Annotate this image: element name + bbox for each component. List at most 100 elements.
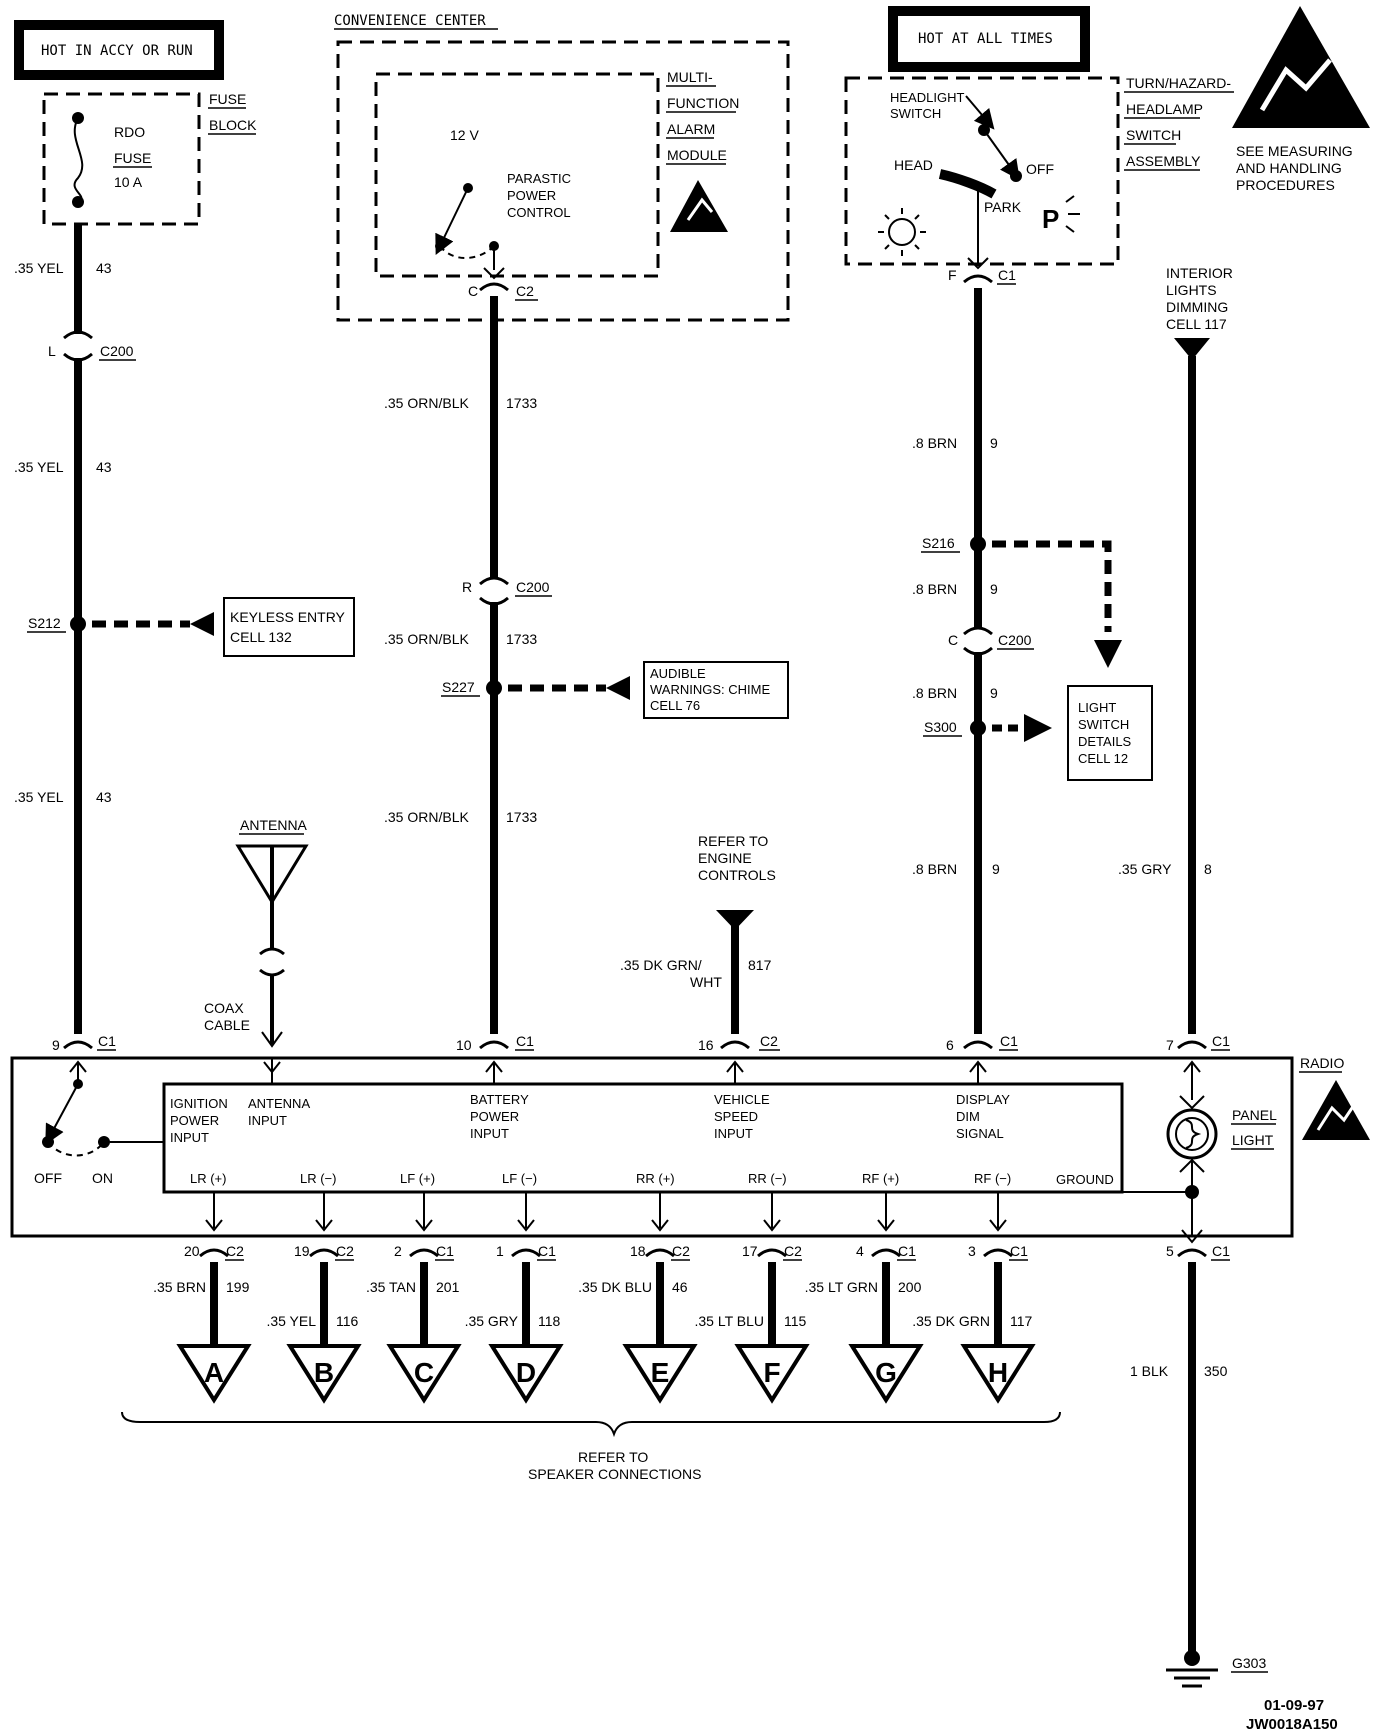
dim-label-1: DISPLAY [956, 1092, 1010, 1107]
panel-light-2: LIGHT [1232, 1132, 1274, 1148]
w9b-num: 9 [990, 581, 998, 597]
keyless-ref-2: CELL 132 [230, 629, 292, 645]
w1733b-num: 1733 [506, 631, 537, 647]
output-label: LR (+) [190, 1171, 226, 1186]
antenna-label: ANTENNA [240, 817, 308, 833]
fuse-name: RDO [114, 124, 145, 140]
tha-line-4: ASSEMBLY [1126, 153, 1201, 169]
ant-input-2: INPUT [248, 1113, 287, 1128]
speaker-connector-g: G [848, 1344, 924, 1404]
w817-size-1: .35 DK GRN/ [620, 957, 702, 973]
splice-s216: S216 [922, 535, 955, 551]
output-wire-size: .35 BRN [153, 1279, 206, 1295]
output-pin: 2 [394, 1243, 402, 1259]
ign-on-label: ON [92, 1170, 113, 1186]
head-position: HEAD [894, 157, 933, 173]
speaker-letter: D [516, 1357, 536, 1388]
light-ref-4: CELL 12 [1078, 751, 1128, 766]
engine-ref-3: CONTROLS [698, 867, 776, 883]
circuit-8 [1174, 338, 1210, 1034]
speaker-connector-e: E [622, 1344, 698, 1404]
output-label: LR (−) [300, 1171, 336, 1186]
circuit-817 [716, 910, 754, 1034]
esd-note-1: SEE MEASURING [1236, 143, 1353, 159]
interior-ref-4: CELL 117 [1166, 316, 1227, 332]
bat-label-2: POWER [470, 1109, 519, 1124]
w9a-size: .8 BRN [912, 435, 957, 451]
off-position: OFF [1026, 161, 1054, 177]
output-pin: 4 [856, 1243, 864, 1259]
w1733b-size: .35 ORN/BLK [384, 631, 469, 647]
radio-label: RADIO [1300, 1055, 1344, 1071]
ign-label-1: IGNITION [170, 1096, 228, 1111]
c200-c: C200 [998, 632, 1032, 648]
park-lamp-icon-label: P [1042, 204, 1059, 234]
w43b-size: .35 YEL [14, 459, 64, 475]
footer-code: JW0018A150 [1246, 1716, 1338, 1733]
output-label: RF (+) [862, 1171, 899, 1186]
circuit-350 [1166, 1229, 1218, 1688]
fuse-block: RDO FUSE 10 A FUSE BLOCK [42, 91, 257, 226]
speaker-connector-d: D [488, 1344, 564, 1404]
hot-accy-header: HOT IN ACCY OR RUN [14, 20, 224, 80]
w9c-num: 9 [990, 685, 998, 701]
output-pin: 3 [968, 1243, 976, 1259]
radio-input-connectors [63, 1040, 1207, 1050]
output-pin: 20 [184, 1243, 200, 1259]
output-pin: 19 [294, 1243, 310, 1259]
w43a-size: .35 YEL [14, 260, 64, 276]
speaker-brace [121, 1411, 1061, 1438]
w1733a-size: .35 ORN/BLK [384, 395, 469, 411]
fuse-rating: 10 A [114, 174, 143, 190]
speaker-letter: B [314, 1357, 334, 1388]
speaker-connector-f: F [734, 1344, 810, 1404]
sun-icon [878, 208, 926, 256]
w817-num: 817 [748, 957, 772, 973]
esd-icon [670, 180, 728, 232]
w8-num: 8 [1204, 861, 1212, 877]
speaker-connector-h: H [960, 1344, 1036, 1404]
light-ref-1: LIGHT [1078, 700, 1116, 715]
r9-pin: 9 [52, 1037, 60, 1053]
footer-date: 01-09-97 [1264, 1697, 1324, 1714]
engine-ref-1: REFER TO [698, 833, 768, 849]
bat-label-3: INPUT [470, 1126, 509, 1141]
output-wire-size: .35 LT BLU [694, 1313, 764, 1329]
output-wire-size: .35 YEL [266, 1313, 316, 1329]
r9-conn: C1 [98, 1033, 116, 1049]
audible-ref-2: WARNINGS: CHIME [650, 682, 770, 697]
speaker-connector-c: C [386, 1344, 462, 1404]
c200-r-pin: R [462, 579, 472, 595]
mfam-line-1: MULTI- [667, 69, 713, 85]
hot-all-label: HOT AT ALL TIMES [918, 31, 1053, 47]
tha-line-2: HEADLAMP [1126, 101, 1203, 117]
ign-label-3: INPUT [170, 1130, 209, 1145]
light-ref-2: SWITCH [1078, 717, 1129, 732]
output-connector: C2 [226, 1243, 244, 1259]
w9c-size: .8 BRN [912, 685, 957, 701]
engine-ref-2: ENGINE [698, 850, 752, 866]
speaker-letter: A [204, 1357, 224, 1388]
output-pin: 17 [742, 1243, 758, 1259]
esd-note-3: PROCEDURES [1236, 177, 1335, 193]
r7-pin: 7 [1166, 1037, 1174, 1053]
fuse-word: FUSE [114, 150, 151, 166]
park-lamp-icon [1065, 195, 1080, 233]
w350-size: 1 BLK [1130, 1363, 1169, 1379]
w8-size: .35 GRY [1118, 861, 1172, 877]
c2-c-pin: C [468, 283, 478, 299]
speaker-connector-b: B [286, 1344, 362, 1404]
esd-note-2: AND HANDLING [1236, 160, 1342, 176]
speaker-letter: G [875, 1357, 897, 1388]
vss-label-3: INPUT [714, 1126, 753, 1141]
r7-conn: C1 [1212, 1033, 1230, 1049]
output-connector: C1 [1010, 1243, 1028, 1259]
r10-conn: C1 [516, 1033, 534, 1049]
ppc-line-3: CONTROL [507, 205, 571, 220]
convenience-center-label: CONVENIENCE CENTER [334, 13, 486, 29]
vss-label-1: VEHICLE [714, 1092, 770, 1107]
headlight-switch-label-1: HEADLIGHT [890, 90, 964, 105]
